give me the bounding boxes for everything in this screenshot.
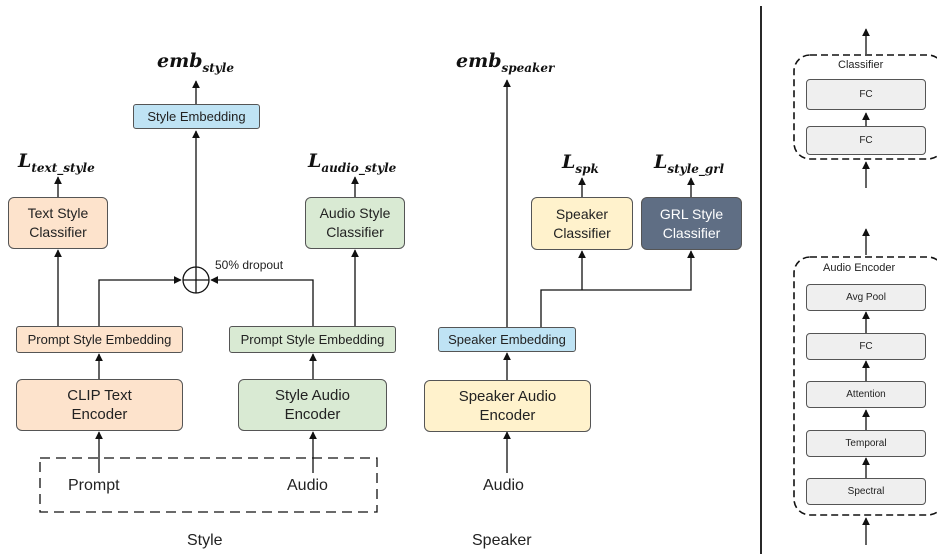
prompt-input-label: Prompt <box>68 477 120 494</box>
audio-encoder-temporal: Temporal <box>806 430 926 457</box>
branch-to-classifiers <box>540 289 582 327</box>
style-audio-encoder-box: Style Audio Encoder <box>238 379 387 431</box>
prompt-style-embedding-right-box: Prompt Style Embedding <box>229 326 396 353</box>
arrow-branch-to-grl-classifier <box>582 250 695 291</box>
classifier-title: Classifier <box>838 59 884 71</box>
emb-speaker-label: embspeaker <box>456 50 555 75</box>
audio-encoder-avg-pool: Avg Pool <box>806 284 926 311</box>
arrow-right-prompt-to-sum <box>210 276 314 326</box>
classifier-fc-bottom: FC <box>806 126 926 155</box>
speaker-section-label: Speaker <box>472 532 532 549</box>
arrow-left-prompt-to-sum <box>98 276 182 326</box>
speaker-embedding-box: Speaker Embedding <box>438 327 576 352</box>
audio-encoder-fc: FC <box>806 333 926 360</box>
clip-text-encoder-box: CLIP Text Encoder <box>16 379 183 431</box>
audio-encoder-dashed-box <box>793 256 937 516</box>
loss-text-style-label: Ltext_style <box>18 150 95 175</box>
emb-style-label: embstyle <box>157 50 234 75</box>
classifier-fc-top: FC <box>806 79 926 110</box>
audio-encoder-title: Audio Encoder <box>823 262 896 274</box>
speaker-classifier-box: Speaker Classifier <box>531 197 633 250</box>
audio-encoder-attention: Attention <box>806 381 926 408</box>
audio-style-classifier-box: Audio Style Classifier <box>305 197 405 249</box>
loss-audio-style-label: Laudio_style <box>308 150 397 175</box>
audio-encoder-spectral: Spectral <box>806 478 926 505</box>
input-group-dashed-box <box>39 457 378 513</box>
classifier-dashed-box <box>793 54 937 160</box>
loss-style-grl-label: Lstyle_grl <box>654 151 725 176</box>
speaker-audio-input-label: Audio <box>483 477 524 494</box>
text-style-classifier-box: Text Style Classifier <box>8 197 108 249</box>
style-section-label: Style <box>187 532 223 549</box>
grl-style-classifier-box: GRL Style Classifier <box>641 197 742 250</box>
loss-spk-label: Lspk <box>562 151 599 176</box>
speaker-audio-encoder-box: Speaker Audio Encoder <box>424 380 591 432</box>
style-embedding-box: Style Embedding <box>133 104 260 129</box>
style-audio-input-label: Audio <box>287 477 328 494</box>
prompt-style-embedding-left-box: Prompt Style Embedding <box>16 326 183 353</box>
dropout-label: 50% dropout <box>215 258 284 272</box>
